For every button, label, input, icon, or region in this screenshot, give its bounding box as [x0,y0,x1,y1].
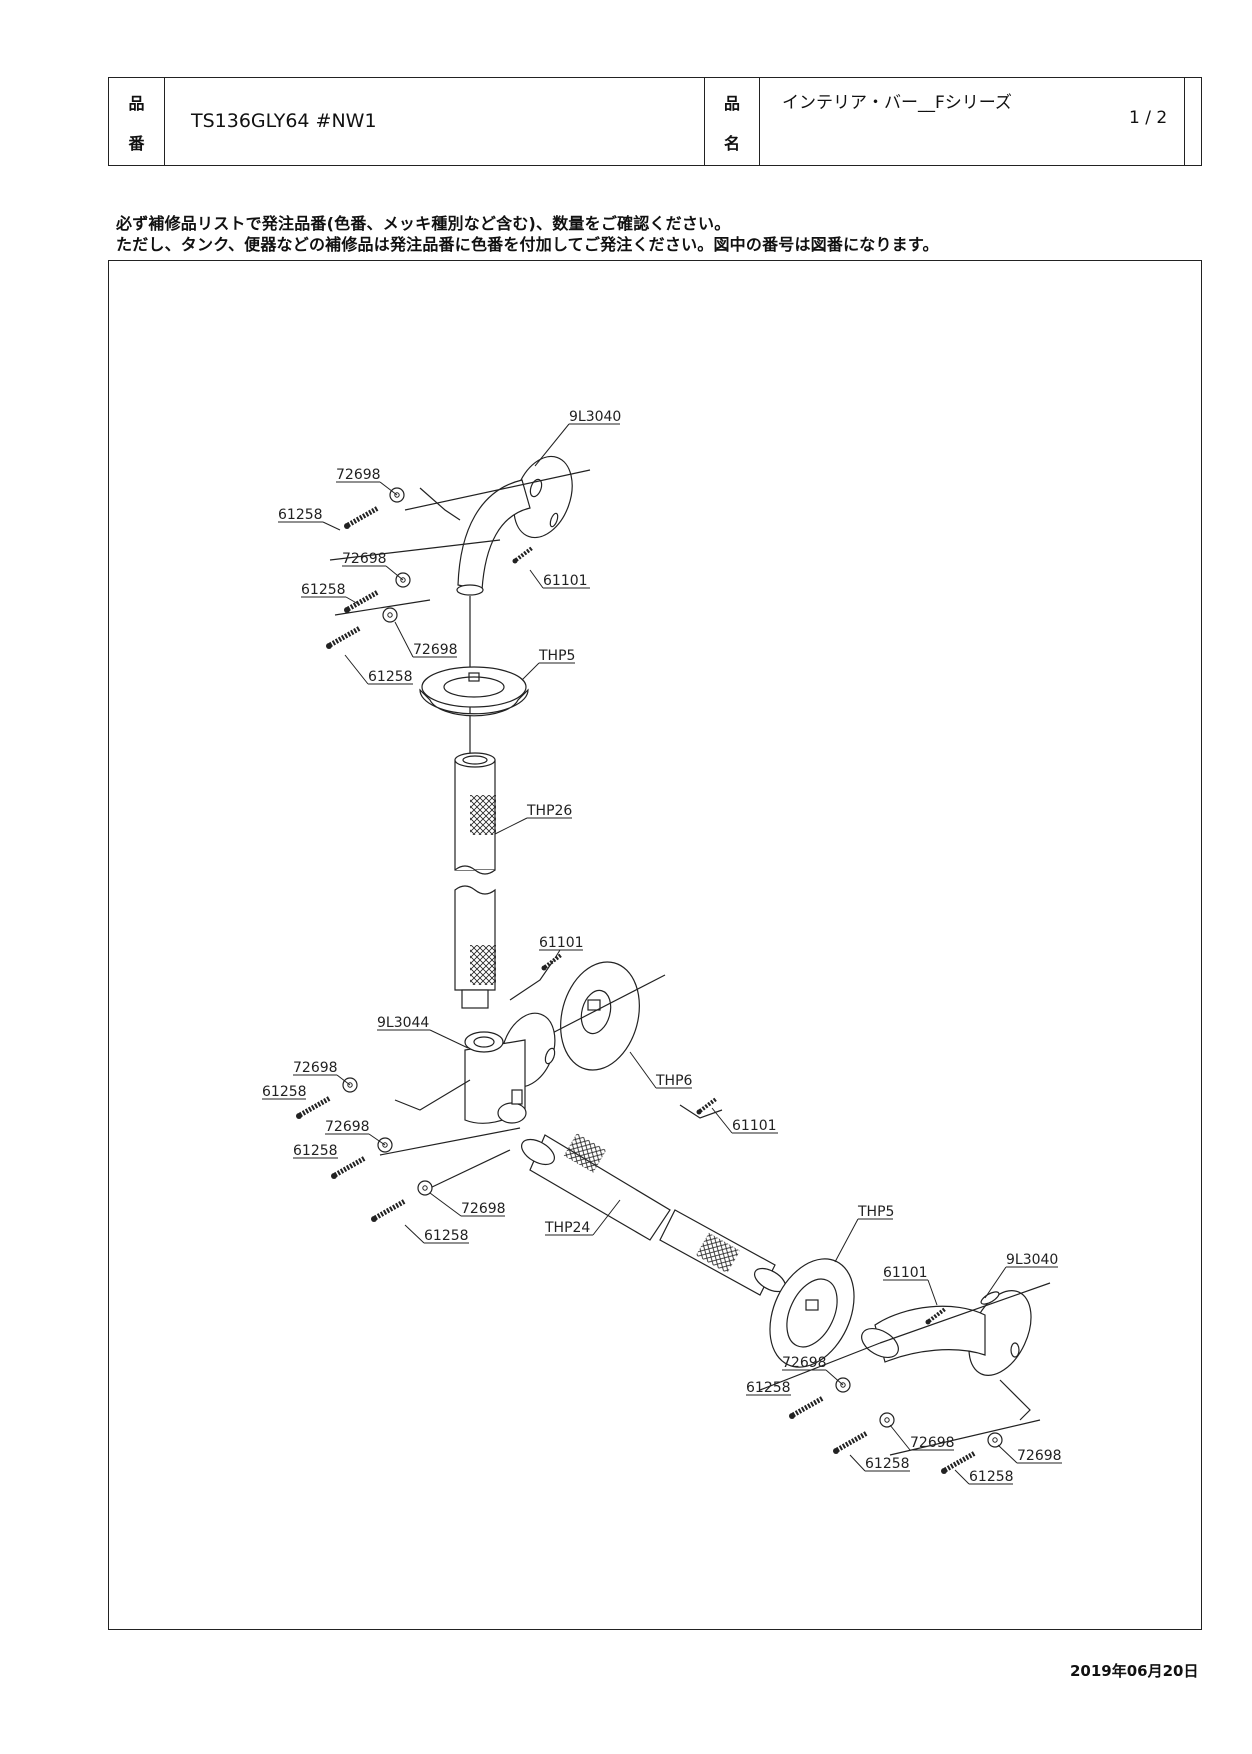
part-no-label-cell: 品 番 [109,78,165,165]
product-name: インテリア・バー__Fシリーズ [782,93,1012,113]
note-line-2: ただし、タンク、便器などの補修品は発注品番に色番を付加してご発注ください。図中の… [116,235,939,254]
label-61258-h: 61258 [865,1456,910,1472]
label-72698-e: 72698 [325,1119,370,1135]
label-61101-b: 61101 [539,935,584,951]
label-61101-c: 61101 [732,1118,777,1134]
label-thp24: THP24 [544,1220,590,1236]
name-label-1: 品 [723,94,740,113]
label-61258-g: 61258 [746,1380,791,1396]
name-label-cell: 品 名 [705,78,760,165]
label-61101-a: 61101 [543,573,588,589]
label-61258-a: 61258 [278,507,323,523]
label-61258-d: 61258 [262,1084,307,1100]
page-number: 1 / 2 [1129,108,1168,128]
label-72698-f: 72698 [461,1201,506,1217]
diagram-frame [108,260,1202,1630]
label-61258-e: 61258 [293,1143,338,1159]
label-72698-c: 72698 [413,642,458,658]
label-72698-h: 72698 [910,1435,955,1451]
label-9l3040-bottom: 9L3040 [1006,1252,1058,1268]
label-72698-g: 72698 [782,1355,827,1371]
label-9l3044: 9L3044 [377,1015,429,1031]
label-thp26: THP26 [526,803,572,819]
name-label-2: 名 [723,134,740,153]
label-72698-d: 72698 [293,1060,338,1076]
label-61258-b: 61258 [301,582,346,598]
title-block: 品 番 TS136GLY64 #NW1 品 名 インテリア・バー__Fシリーズ … [108,77,1202,166]
label-72698-b: 72698 [342,551,387,567]
label-61258-f: 61258 [424,1228,469,1244]
label-thp5-bottom: THP5 [857,1204,894,1220]
part-no-label-1: 品 [128,94,145,113]
label-61258-i: 61258 [969,1469,1014,1485]
issue-date: 2019年06月20日 [1070,1662,1199,1680]
part-number: TS136GLY64 #NW1 [191,110,377,132]
note-line-1: 必ず補修品リストで発注品番(色番、メッキ種別など含む)、数量をご確認ください。 [116,214,731,233]
label-61258-c: 61258 [368,669,413,685]
label-72698-i: 72698 [1017,1448,1062,1464]
product-name-cell: インテリア・バー__Fシリーズ [760,78,1185,165]
label-thp6: THP6 [655,1073,693,1089]
label-9l3040-top: 9L3040 [569,409,621,425]
part-no-cell: TS136GLY64 #NW1 [165,78,705,165]
label-72698-a: 72698 [336,467,381,483]
label-61101-d: 61101 [883,1265,928,1281]
label-thp5-top: THP5 [538,648,575,664]
part-no-label-2: 番 [128,134,145,153]
